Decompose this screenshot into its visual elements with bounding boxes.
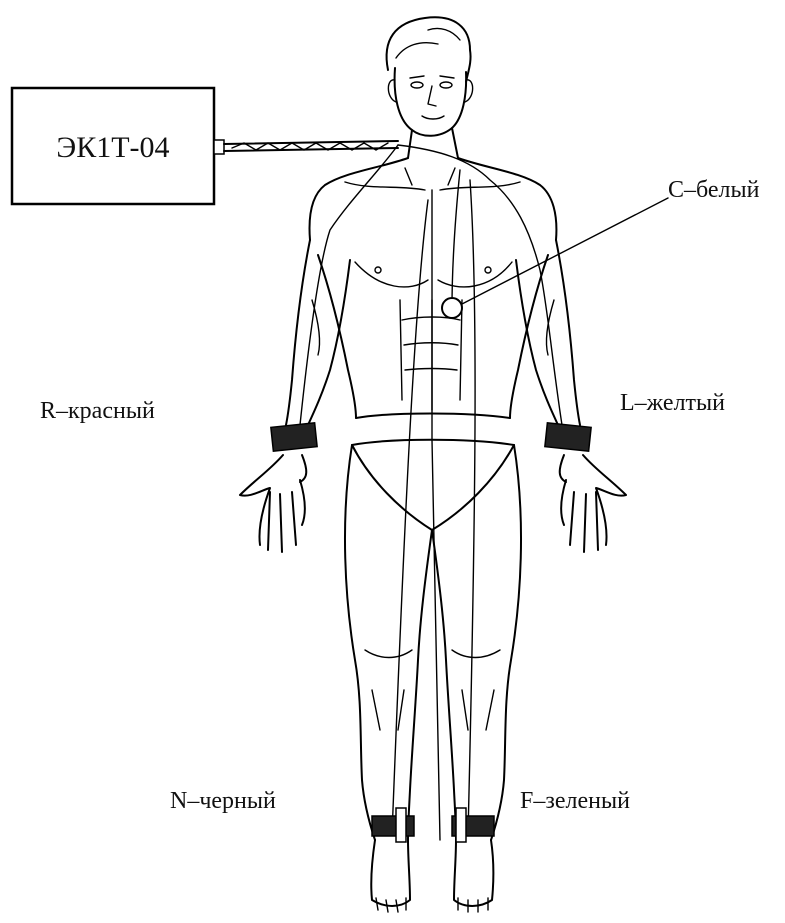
left-arm-electrode [545, 423, 591, 451]
label-left-leg-electrode: F–зеленый [520, 788, 630, 814]
label-chest-electrode: С–белый [668, 177, 760, 203]
label-right-leg-electrode: N–черный [170, 788, 276, 814]
right-arm-electrode [271, 423, 317, 451]
label-right-arm-electrode: R–красный [40, 398, 155, 424]
cable [224, 141, 398, 151]
lead-wires [300, 145, 562, 840]
label-left-arm-electrode: L–желтый [620, 390, 725, 416]
device-label: ЭК1Т-04 [56, 131, 169, 164]
right-leg-electrode [372, 816, 414, 836]
electrode-cuff-icon [271, 423, 591, 842]
ecg-recorder-icon: ЭК1Т-04 [12, 88, 224, 204]
